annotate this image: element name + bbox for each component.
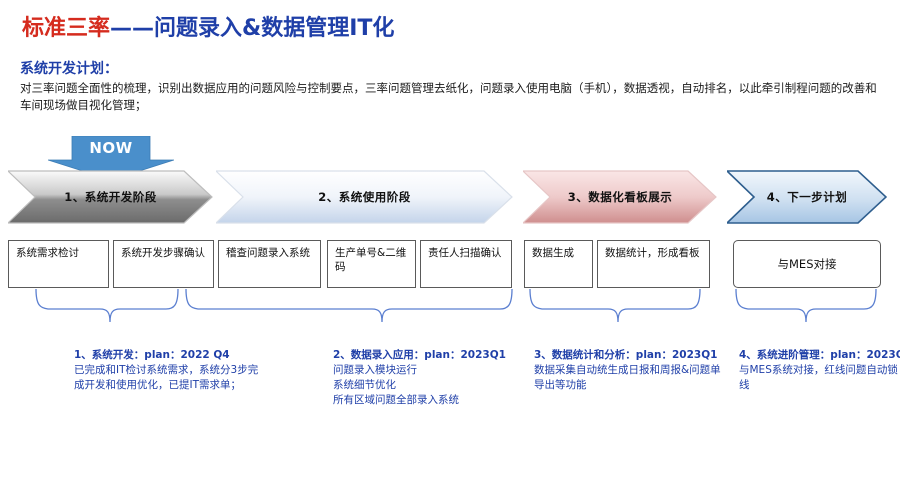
step-box-label: 系统需求检讨 (16, 247, 79, 259)
now-marker: NOW (47, 135, 175, 181)
step-box-4[interactable]: 生产单号&二维码 (327, 240, 416, 288)
phase-chevron-1[interactable]: 1、系统开发阶段 (8, 170, 213, 224)
note-3: 3、数据统计和分析：plan：2023Q1 数据采集自动统生成日报和周报&问题单… (534, 348, 734, 393)
step-box-label: 数据统计，形成看板 (605, 247, 700, 259)
now-arrow-icon (47, 135, 175, 181)
phase-label: 4、下一步计划 (766, 190, 848, 204)
step-box-label: 生产单号&二维码 (335, 247, 407, 273)
now-label: NOW (89, 139, 133, 157)
chevron-shape-icon (523, 170, 717, 224)
page-title: 标准三率——问题录入&数据管理IT化 (22, 10, 394, 42)
chevron-shape-icon (216, 170, 513, 224)
chevron-shape-icon (8, 170, 213, 224)
brace-2-icon (185, 288, 513, 323)
note-line: 所有区域问题全部录入系统 (333, 394, 459, 406)
note-line: 导出等功能 (534, 379, 587, 391)
note-line: 线 (739, 379, 750, 391)
phase-label: 2、系统使用阶段 (318, 190, 411, 204)
phase-label: 1、系统开发阶段 (64, 190, 157, 204)
phase-chevron-3[interactable]: 3、数据化看板展示 (523, 170, 717, 224)
note-line: 已完成和IT检讨系统需求，系统分3步完 (74, 364, 259, 376)
title-red-part: 标准三率 (22, 16, 111, 41)
phase-label: 3、数据化看板展示 (567, 190, 673, 204)
step-box-label: 责任人扫描确认 (428, 247, 502, 259)
note-4: 4、系统进阶管理：plan：2023Q1 与MES系统对接，红线问题自动锁 线 (739, 348, 900, 393)
step-box-8[interactable]: 与MES对接 (733, 240, 881, 288)
brace-1-icon (35, 288, 179, 323)
note-heading: 4、系统进阶管理：plan：2023Q1 (739, 349, 900, 361)
chevron-shape-icon (727, 170, 887, 224)
note-line: 系统细节优化 (333, 379, 396, 391)
brace-3-icon (529, 288, 701, 323)
step-box-3[interactable]: 稽查问题录入系统 (218, 240, 321, 288)
note-line: 问题录入模块运行 (333, 364, 417, 376)
note-heading: 3、数据统计和分析：plan：2023Q1 (534, 349, 718, 361)
brace-4-icon (735, 288, 877, 323)
step-box-label: 数据生成 (532, 247, 574, 259)
note-heading: 1、系统开发：plan：2022 Q4 (74, 349, 230, 361)
note-heading: 2、数据录入应用：plan：2023Q1 (333, 349, 506, 361)
title-blue-part: ——问题录入&数据管理IT化 (110, 16, 395, 41)
section-subtitle: 系统开发计划： (20, 61, 118, 77)
note-1: 1、系统开发：plan：2022 Q4 已完成和IT检讨系统需求，系统分3步完 … (74, 348, 304, 393)
step-box-1[interactable]: 系统需求检讨 (8, 240, 109, 288)
step-box-2[interactable]: 系统开发步骤确认 (113, 240, 214, 288)
intro-paragraph: 对三率问题全面性的梳理，识别出数据应用的问题风险与控制要点，三率问题管理去纸化，… (20, 81, 877, 112)
step-box-label: 与MES对接 (777, 257, 837, 271)
step-box-7[interactable]: 数据统计，形成看板 (597, 240, 710, 288)
step-box-label: 系统开发步骤确认 (121, 247, 205, 259)
note-line: 与MES系统对接，红线问题自动锁 (739, 364, 898, 376)
step-box-6[interactable]: 数据生成 (524, 240, 593, 288)
phase-chevron-2[interactable]: 2、系统使用阶段 (216, 170, 513, 224)
note-line: 数据采集自动统生成日报和周报&问题单 (534, 364, 721, 376)
step-box-5[interactable]: 责任人扫描确认 (420, 240, 512, 288)
note-2: 2、数据录入应用：plan：2023Q1 问题录入模块运行 系统细节优化 所有区… (333, 348, 543, 408)
note-line: 成开发和使用优化，已提IT需求单； (74, 379, 242, 391)
phase-chevron-4[interactable]: 4、下一步计划 (727, 170, 887, 224)
step-box-label: 稽查问题录入系统 (226, 247, 310, 259)
